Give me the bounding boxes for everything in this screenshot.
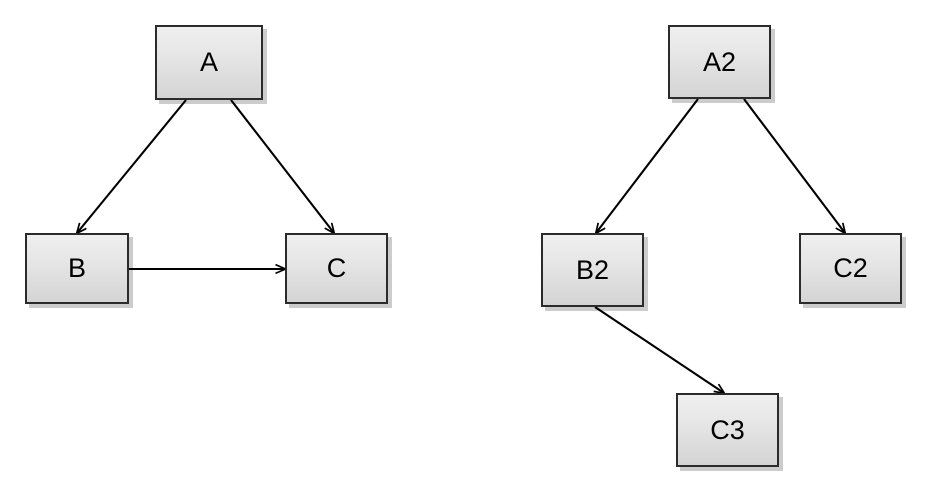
node-label: C2 — [833, 253, 868, 283]
node-c[interactable]: C — [285, 233, 388, 304]
edge-a-c[interactable] — [230, 99, 334, 233]
node-label: B — [67, 253, 86, 283]
node-c2[interactable]: C2 — [799, 233, 902, 304]
edge-b2-c3[interactable] — [594, 306, 724, 393]
edge-a2-b2[interactable] — [596, 98, 699, 233]
node-label: C — [326, 253, 347, 283]
node-label: A2 — [702, 46, 737, 77]
node-label: A — [199, 47, 218, 77]
node-c3[interactable]: C3 — [676, 393, 779, 467]
node-label: B2 — [575, 254, 610, 285]
node-a2[interactable]: A2 — [668, 25, 771, 99]
edge-a-b[interactable] — [77, 99, 187, 233]
node-label: C3 — [710, 414, 745, 445]
edge-a2-c2[interactable] — [743, 98, 845, 233]
node-b2[interactable]: B2 — [541, 233, 644, 307]
node-b[interactable]: B — [25, 233, 129, 304]
node-a[interactable]: A — [155, 25, 263, 100]
